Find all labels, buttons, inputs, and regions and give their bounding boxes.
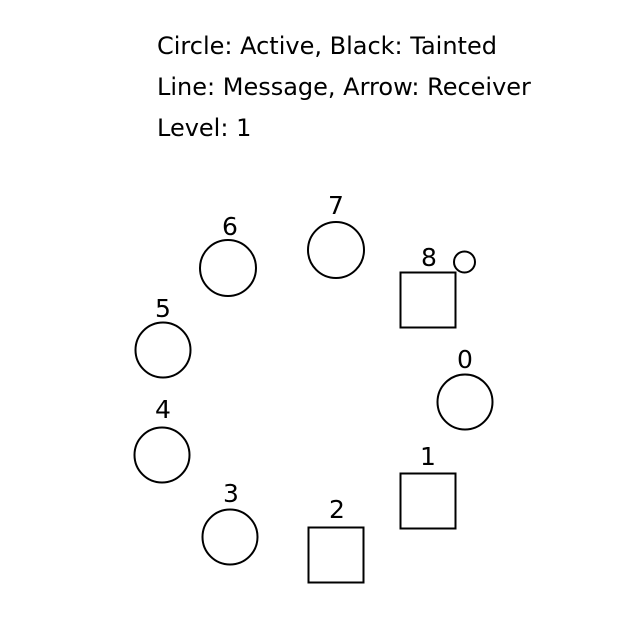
node-label: 7 bbox=[328, 191, 344, 220]
node-label: 3 bbox=[223, 479, 239, 508]
node-7: 7 bbox=[307, 191, 365, 279]
nodes-layer: 0 1 2 3 4 5 6 7 8 bbox=[133, 191, 494, 584]
node-circle bbox=[436, 373, 494, 431]
node-1: 1 bbox=[399, 442, 457, 530]
node-square bbox=[399, 472, 457, 530]
node-5: 5 bbox=[134, 294, 192, 379]
node-square bbox=[399, 271, 457, 329]
legend-line-level: Level: 1 bbox=[157, 114, 251, 142]
node-circle bbox=[199, 239, 257, 297]
node-label: 5 bbox=[155, 294, 171, 323]
node-6: 6 bbox=[199, 212, 257, 297]
node-square bbox=[307, 526, 365, 584]
node-2: 2 bbox=[307, 495, 365, 584]
node-circle bbox=[134, 321, 192, 379]
node-label: 0 bbox=[457, 345, 473, 374]
node-label: 8 bbox=[421, 243, 437, 272]
node-0: 0 bbox=[436, 345, 494, 431]
node-circle bbox=[201, 508, 259, 566]
node-label: 4 bbox=[155, 395, 171, 424]
node-circle bbox=[307, 221, 365, 279]
token-circle bbox=[453, 250, 476, 274]
legend-line-message: Line: Message, Arrow: Receiver bbox=[157, 73, 531, 101]
node-8: 8 bbox=[399, 243, 457, 329]
node-label: 2 bbox=[329, 495, 345, 524]
node-circle bbox=[133, 426, 191, 484]
legend-line-shapes: Circle: Active, Black: Tainted bbox=[157, 32, 497, 60]
node-4: 4 bbox=[133, 395, 191, 484]
node-3: 3 bbox=[201, 479, 259, 566]
node-label: 1 bbox=[420, 442, 436, 471]
node-label: 6 bbox=[222, 212, 238, 241]
